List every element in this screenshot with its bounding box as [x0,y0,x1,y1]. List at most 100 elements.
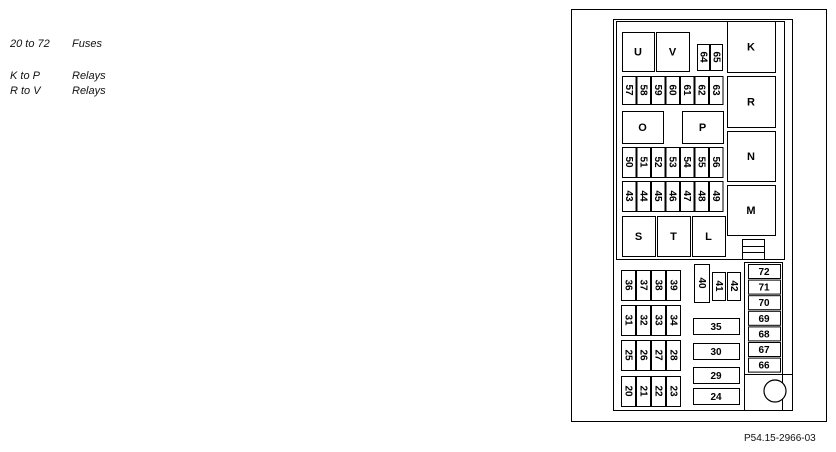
svg-text:33: 33 [652,314,663,326]
fuse-27: 27 [651,340,666,371]
diagram-reference-code: P54.15-2966-03 [744,433,816,444]
relay-s: S [622,216,656,257]
fuse-28: 28 [666,340,681,371]
svg-text:48: 48 [696,190,707,202]
fuse-41: 41 [712,272,726,301]
svg-text:40: 40 [696,277,707,289]
fuse-42: 42 [727,272,741,301]
lower-corner-block [744,374,793,411]
fuse-67: 67 [748,342,781,357]
svg-text:69: 69 [758,314,770,325]
legend-key-relays-k-p: K to P [10,70,40,82]
mounting-hole [763,379,787,403]
fuse-20: 20 [621,376,636,407]
svg-text:71: 71 [758,283,770,294]
fuse-30: 30 [693,343,740,360]
svg-text:O: O [638,122,647,134]
fuse-48: 48 [694,181,709,212]
fuse-21: 21 [636,376,651,407]
fuse-68: 68 [748,326,781,342]
svg-text:55: 55 [696,156,707,168]
fuse-39: 39 [666,270,681,301]
svg-text:26: 26 [637,349,648,361]
fuse-23: 23 [666,376,681,407]
fuse-64: 64 [697,44,710,71]
svg-text:28: 28 [667,349,678,361]
connector-tab [742,239,765,260]
fuse-26: 26 [636,340,651,371]
svg-text:46: 46 [667,190,678,202]
svg-text:62: 62 [696,84,707,96]
fuse-24: 24 [693,388,740,405]
svg-text:22: 22 [652,385,663,397]
fuse-70: 70 [748,295,781,311]
fuse-34: 34 [666,305,681,336]
fuse-43: 43 [622,181,637,212]
svg-text:64: 64 [697,51,708,63]
fuse-38: 38 [651,270,666,301]
svg-text:44: 44 [638,190,649,202]
svg-text:57: 57 [623,84,634,96]
fuse-52: 52 [651,147,666,178]
outer-frame [571,9,827,422]
svg-text:V: V [669,47,677,59]
svg-text:S: S [635,231,642,243]
legend-value-fuses: Fuses [72,38,102,50]
svg-text:47: 47 [681,190,692,202]
fuse-72: 72 [748,264,781,279]
svg-text:53: 53 [667,156,678,168]
legend-value-relays-r-v: Relays [72,85,106,97]
relay-l: L [692,216,726,257]
svg-text:56: 56 [710,156,721,168]
fuse-57: 57 [622,76,637,105]
fuse-47: 47 [680,181,695,212]
svg-text:60: 60 [667,84,678,96]
svg-text:30: 30 [710,347,722,358]
relay-u: U [622,32,655,72]
svg-text:20: 20 [622,385,633,397]
fuse-40: 40 [694,264,710,303]
legend: 20 to 72 Fuses K to P Relays R to V Rela… [10,38,210,108]
fuse-50: 50 [622,147,637,178]
svg-text:49: 49 [710,190,721,202]
fuse-25: 25 [621,340,636,371]
fuse-66: 66 [748,357,781,373]
relay-p: P [682,111,724,144]
svg-text:43: 43 [623,190,634,202]
svg-text:K: K [747,42,755,54]
fuse-61: 61 [680,76,695,105]
fuse-36: 36 [621,270,636,301]
svg-text:68: 68 [758,329,770,340]
fuse-60: 60 [665,76,680,105]
svg-text:54: 54 [681,156,692,168]
relay-m: M [727,185,776,236]
svg-text:66: 66 [758,361,770,372]
fuse-45: 45 [651,181,666,212]
svg-text:51: 51 [638,156,649,168]
svg-text:38: 38 [652,279,663,291]
fuse-29: 29 [693,367,740,384]
fuse-51: 51 [636,147,651,178]
svg-text:N: N [747,151,755,163]
fuse-55: 55 [694,147,709,178]
relay-k: K [727,21,776,73]
svg-text:U: U [634,47,642,59]
legend-key-relays-r-v: R to V [10,85,41,97]
fuse-63: 63 [709,76,724,105]
fuse-62: 62 [694,76,709,105]
fuse-65: 65 [710,44,723,71]
svg-text:P: P [699,122,706,134]
svg-text:31: 31 [622,314,633,326]
svg-text:63: 63 [710,84,721,96]
fuse-44: 44 [636,181,651,212]
fuse-49: 49 [709,181,724,212]
svg-text:27: 27 [652,349,663,361]
fuse-46: 46 [665,181,680,212]
svg-text:34: 34 [667,314,678,326]
relay-o: O [622,111,664,144]
svg-text:35: 35 [710,322,722,333]
fuse-71: 71 [748,279,781,295]
relay-r: R [727,76,776,128]
legend-key-fuses: 20 to 72 [10,38,50,50]
svg-text:24: 24 [710,392,722,403]
